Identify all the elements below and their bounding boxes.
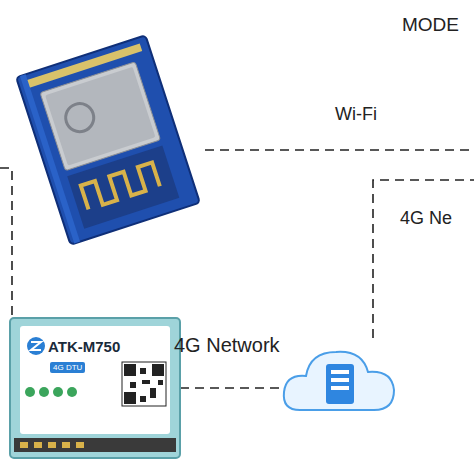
network-label: MODE	[402, 14, 459, 36]
dtu-board	[10, 318, 180, 458]
cloud-server	[284, 352, 394, 410]
network-label: 4G Network	[174, 334, 280, 357]
dtu-module: ATK-M750 4G DTU	[20, 326, 170, 434]
network-label: 4G Ne	[400, 208, 452, 229]
module-name: ATK-M750	[48, 338, 120, 355]
module-tag: 4G DTU	[50, 362, 85, 373]
network-label: Wi-Fi	[335, 104, 377, 125]
wifi-module	[16, 35, 200, 244]
